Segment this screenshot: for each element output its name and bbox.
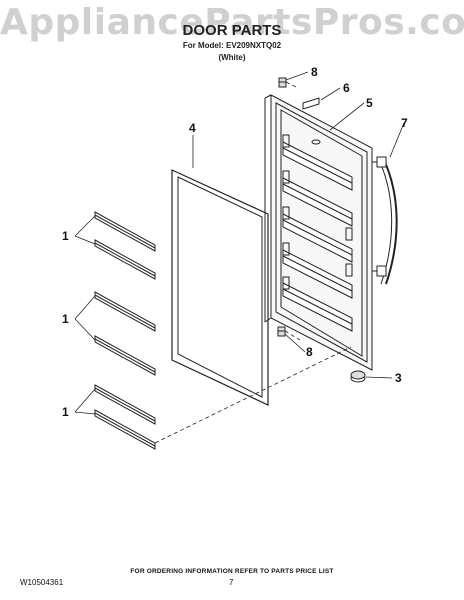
hinge-cap-bottom	[277, 326, 286, 337]
page-number: 7	[229, 578, 234, 587]
hinge-cap-top	[278, 77, 287, 88]
callout-1-middle: 1	[62, 312, 69, 326]
callout-8-bottom: 8	[306, 345, 313, 359]
ordering-note: FOR ORDERING INFORMATION REFER TO PARTS …	[130, 568, 334, 575]
nameplate-badge	[302, 97, 320, 110]
document-number: W10504361	[20, 578, 64, 587]
door-panel	[264, 94, 373, 371]
color-line: (White)	[218, 53, 246, 62]
model-line: For Model: EV209NXTQ02	[182, 41, 282, 50]
callout-6: 6	[343, 81, 350, 95]
callout-1-bottom: 1	[62, 405, 69, 419]
watermark: AppliancePartsPros.com	[0, 2, 464, 43]
callout-7: 7	[401, 116, 408, 130]
door-gasket	[171, 169, 269, 406]
callout-1-top: 1	[62, 229, 69, 243]
callout-8-top: 8	[311, 65, 318, 79]
hinge-pin	[350, 370, 366, 383]
callout-3: 3	[395, 371, 402, 385]
shelf-trim-strips	[94, 211, 156, 450]
callout-5: 5	[366, 96, 373, 110]
leader-lines	[74, 71, 405, 415]
door-handle	[372, 156, 398, 285]
door-shelves	[282, 141, 353, 332]
alignment-lines	[154, 81, 352, 444]
callout-4: 4	[189, 121, 196, 135]
page-title: DOOR PARTS	[182, 22, 282, 39]
